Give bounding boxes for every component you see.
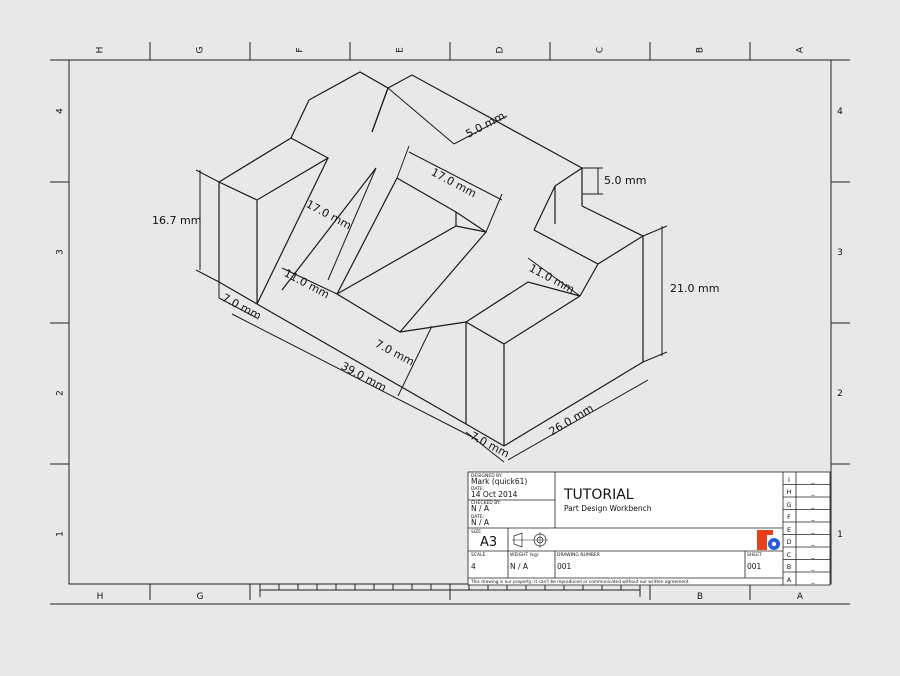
sheet-label: SHEET: [747, 552, 762, 558]
scale-label: SCALE: [471, 552, 486, 558]
revision-letter: I: [788, 476, 790, 484]
revision-letter: A: [787, 576, 792, 584]
drawing-title: TUTORIAL: [563, 487, 634, 503]
row-label-2-right: 2: [837, 389, 843, 399]
revision-value: _: [810, 501, 815, 509]
date1-value: 14 Oct 2014: [471, 490, 518, 499]
weight-value: N / A: [510, 562, 529, 571]
column-labels-bottom: H G B A: [97, 592, 804, 602]
column-labels-top: H G F E D C B A: [96, 46, 806, 53]
row-label-2-left: 2: [56, 390, 66, 396]
dim-label-5-right: 5.0 mm: [604, 174, 646, 187]
row-label-3-left: 3: [56, 249, 66, 255]
disclaimer-text: This drawing is our property; it can't b…: [470, 579, 690, 585]
revision-value: _: [810, 538, 815, 546]
designed-by-label: DESIGNED BY:: [471, 473, 503, 479]
scale-value: 4: [471, 562, 476, 571]
col-label-a-bottom: A: [797, 592, 804, 602]
revision-letter: H: [787, 488, 792, 496]
col-label-g-bottom: G: [197, 592, 204, 602]
revision-value: _: [810, 551, 815, 559]
revision-letter: E: [787, 526, 791, 534]
freecad-logo-icon: [757, 530, 780, 550]
date1-label: DATE:: [471, 486, 484, 492]
date2-label: DATE:: [471, 514, 484, 520]
revision-value: _: [810, 526, 815, 534]
revision-value: _: [810, 563, 815, 571]
row-label-4-left: 4: [56, 108, 66, 114]
dim-label-21: 21.0 mm: [670, 282, 719, 295]
date2-value: N / A: [471, 518, 490, 527]
col-label-d-top: D: [496, 46, 506, 53]
designed-by-value: Mark (quick61): [471, 477, 527, 486]
drawing-number-label: DRAWING NUMBER: [557, 552, 600, 558]
row-label-1-right: 1: [837, 530, 843, 540]
col-label-b-bottom: B: [697, 592, 703, 602]
col-label-c-top: C: [596, 47, 606, 53]
size-value: A3: [480, 535, 497, 550]
checked-by-value: N / A: [471, 504, 490, 513]
checked-by-label: CHECKED BY:: [471, 500, 501, 506]
revision-value: _: [810, 476, 815, 484]
revision-value: _: [810, 576, 815, 584]
row-labels-right: 4 3 2 1: [837, 107, 843, 540]
dimension-lines: [195, 87, 668, 463]
dim-label-16-7: 16.7 mm: [152, 214, 201, 227]
col-label-e-top: E: [396, 47, 406, 53]
revision-letter: C: [787, 551, 792, 559]
sheet-value: 001: [747, 562, 762, 571]
col-label-h-top: H: [96, 47, 106, 54]
revision-value: _: [810, 488, 815, 496]
revision-letter: B: [787, 563, 791, 571]
revision-letter: D: [786, 538, 791, 546]
col-label-f-top: F: [296, 47, 306, 52]
projection-symbol-icon: [512, 532, 548, 548]
drawing-number-value: 001: [557, 562, 572, 571]
revision-letter: G: [786, 501, 791, 509]
revision-value: _: [810, 513, 815, 521]
row-label-4-right: 4: [837, 107, 843, 117]
row-label-3-right: 3: [837, 248, 843, 258]
isometric-part: [218, 71, 644, 447]
col-label-h-bottom: H: [97, 592, 104, 602]
weight-label: WEIGHT (kg): [510, 552, 539, 558]
row-labels-left: 4 3 2 1: [56, 108, 66, 537]
drawing-subtitle: Part Design Workbench: [564, 504, 652, 513]
row-label-1-left: 1: [56, 531, 66, 537]
title-block: DESIGNED BY: Mark (quick61) DATE: 14 Oct…: [467, 471, 831, 586]
col-label-b-top: B: [696, 47, 706, 53]
col-label-g-top: G: [196, 46, 206, 53]
revision-letter: F: [787, 513, 791, 521]
col-label-a-top: A: [796, 46, 806, 53]
size-label: SIZE: [471, 529, 481, 535]
